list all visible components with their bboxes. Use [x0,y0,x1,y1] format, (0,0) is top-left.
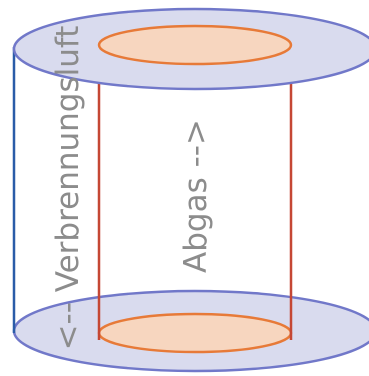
inner-cylinder-flow-label: Abgas --> [178,119,214,273]
inner-cylinder-top-ellipse [97,24,293,66]
outer-cylinder-flow-label: <-- Verbrennungsluft [50,26,86,351]
inner-cylinder-bottom-ellipse [97,312,293,354]
